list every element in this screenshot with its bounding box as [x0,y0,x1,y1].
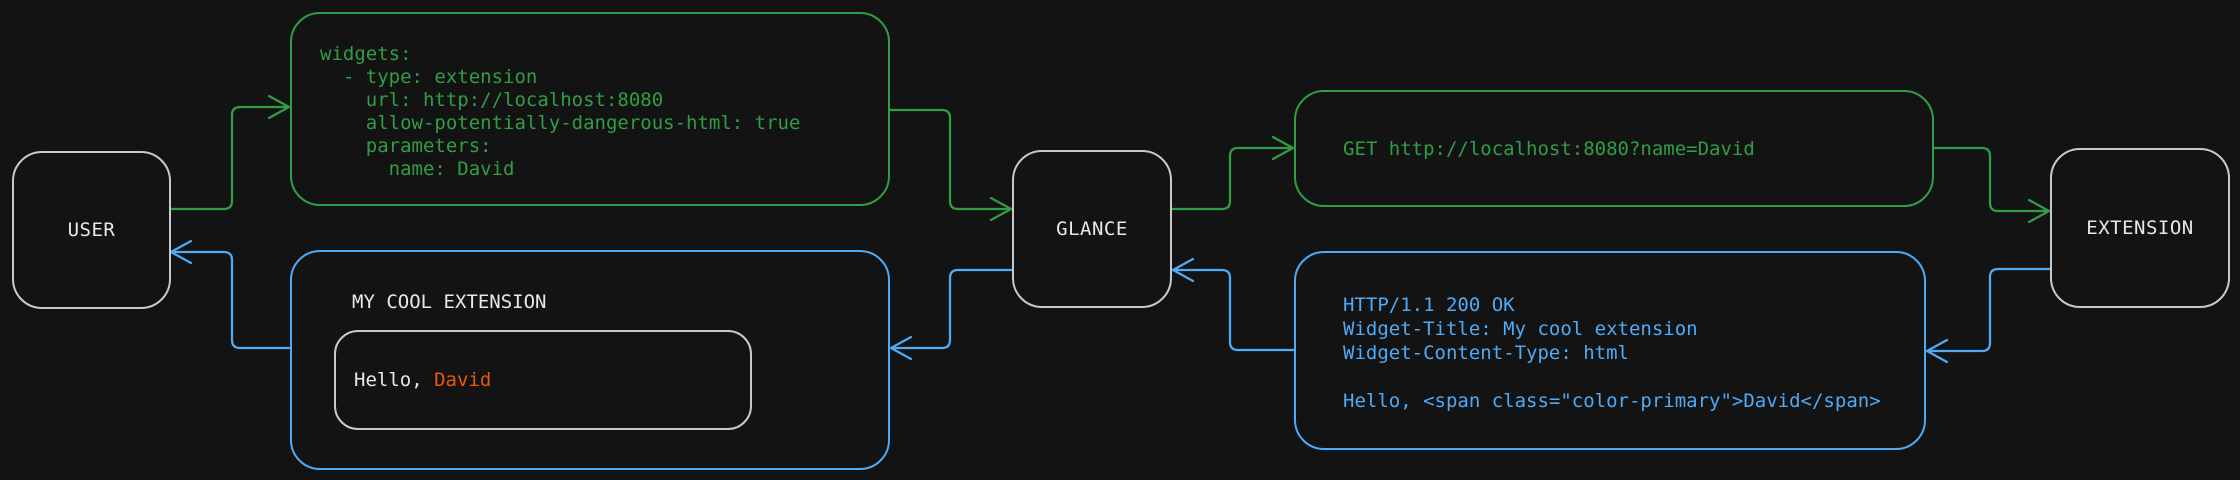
arrow-glance-to-request [1170,135,1295,211]
config-line: name: David [320,158,515,180]
response-line: Widget-Title: My cool extension [1343,318,1698,340]
rendered-widget-box: MY COOL EXTENSION Hello, David [290,250,890,470]
arrow-extension-to-response [1925,267,2052,364]
config-line: parameters: [320,135,492,157]
arrow-response-to-glance [1171,257,1296,352]
http-response-box: HTTP/1.1 200 OK Widget-Title: My cool ex… [1294,251,1926,450]
response-line: Widget-Content-Type: html [1343,342,1629,364]
node-glance: GLANCE [1012,150,1172,308]
http-request-box: GET http://localhost:8080?name=David [1294,90,1934,207]
widget-title: MY COOL EXTENSION [352,291,547,313]
response-line: Hello, <span class="color-primary">David… [1343,390,1881,412]
arrow-request-to-extension [1932,146,2051,224]
arrow-config-to-glance [888,108,1013,222]
arrow-widget-to-user [169,239,292,350]
response-line: HTTP/1.1 200 OK [1343,294,1515,316]
node-glance-label: GLANCE [1056,218,1128,240]
arrow-user-to-config [168,94,291,211]
greeting-name: David [434,369,492,391]
config-yaml-box: widgets: - type: extension url: http://l… [290,12,890,206]
node-user: USER [12,151,171,309]
config-line: widgets: [320,43,412,65]
node-extension-label: EXTENSION [2086,217,2194,239]
response-line [1343,365,1924,389]
arrow-glance-to-widget [889,268,1014,361]
request-line: GET http://localhost:8080?name=David [1343,137,1755,160]
config-line: allow-potentially-dangerous-html: true [320,112,801,134]
config-line: url: http://localhost:8080 [320,89,664,111]
node-extension: EXTENSION [2050,148,2230,308]
widget-content-box: Hello, David [334,330,752,430]
config-line: - type: extension [320,66,538,88]
greeting-prefix: Hello, [354,369,435,391]
node-user-label: USER [67,219,116,241]
